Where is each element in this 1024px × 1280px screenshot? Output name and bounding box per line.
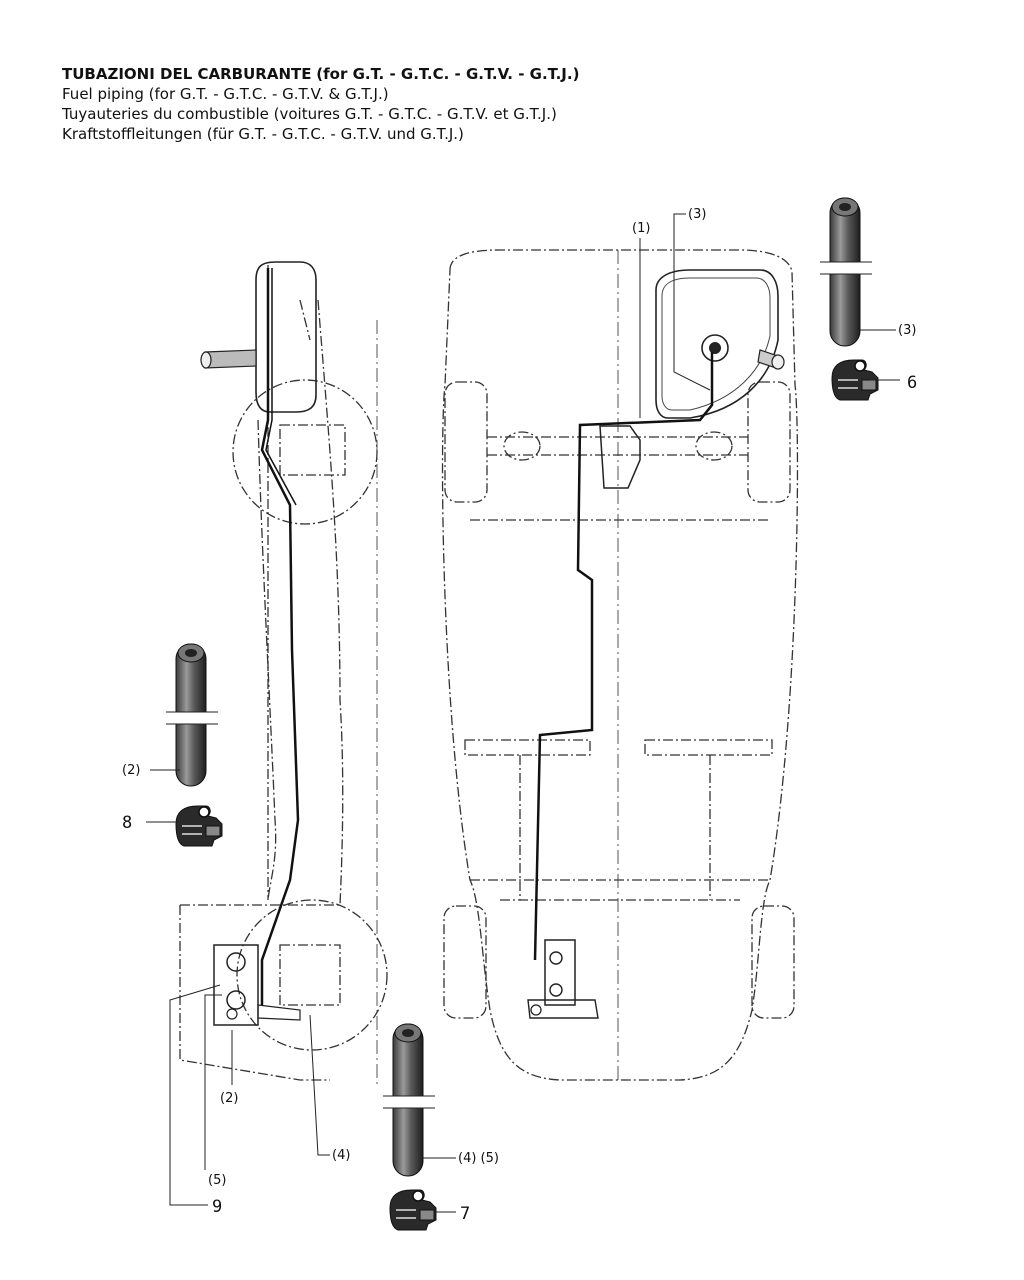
top-crossmember — [464, 739, 773, 756]
callout-8: 8 — [122, 813, 132, 833]
title-english: Fuel piping (for G.T. - G.T.C. - G.T.V. … — [62, 85, 389, 103]
top-front-left-wheel — [443, 905, 487, 1019]
top-body-sections — [470, 519, 770, 901]
clamp-8 — [175, 805, 223, 847]
side-rear-wheel — [232, 379, 378, 525]
top-frame-rails — [519, 755, 711, 900]
callout-2-hose: (2) — [122, 763, 140, 778]
top-fuel-pipe — [533, 352, 714, 961]
top-fuel-tank-inner — [661, 277, 771, 411]
top-front-right-wheel — [751, 905, 795, 1019]
callout-1: (1) — [632, 221, 650, 236]
callout-2-carb: (2) — [220, 1091, 238, 1106]
callout-3-top: (3) — [688, 207, 706, 222]
side-filler-cap — [200, 351, 212, 369]
side-fuel-tank — [255, 261, 317, 413]
top-body-outline — [441, 249, 799, 1081]
title-italian-main: TUBAZIONI DEL CARBURANTE — [62, 65, 312, 83]
top-filler-cap — [771, 354, 785, 370]
top-view-car — [441, 249, 799, 1081]
side-floor-outline — [257, 419, 277, 901]
top-tank-sender-core — [709, 342, 721, 354]
side-rear-hub — [279, 424, 346, 476]
leader-lines — [146, 213, 900, 1213]
title-french: Tuyauteries du combustible (voitures G.T… — [62, 105, 557, 123]
top-rear-axle — [487, 436, 748, 456]
callout-3-hose: (3) — [898, 323, 916, 338]
callout-4-5: (4) (5) — [458, 1151, 499, 1166]
top-axle-left-hub — [503, 431, 541, 461]
side-carburettors — [213, 944, 301, 1026]
top-differential — [599, 425, 641, 489]
top-rear-right-wheel — [747, 381, 791, 503]
side-filler-neck — [204, 349, 257, 369]
top-fuel-tank — [655, 269, 779, 419]
side-fuel-pipe — [260, 268, 300, 1005]
callout-9: 9 — [212, 1197, 222, 1217]
side-fuel-pipe-return — [265, 268, 297, 506]
hose-detail-45 — [383, 1023, 437, 1231]
top-rear-left-wheel — [444, 381, 488, 503]
side-front-wheel — [236, 899, 388, 1051]
title-german: Kraftstoffleitungen (für G.T. - G.T.C. -… — [62, 125, 464, 143]
side-view-car — [179, 261, 388, 1085]
top-axle-right-hub — [695, 431, 733, 461]
callout-4: (4) — [332, 1148, 350, 1163]
side-front-hub — [279, 944, 341, 1006]
title-italian: TUBAZIONI DEL CARBURANTE (for G.T. - G.T… — [62, 64, 579, 84]
title-italian-models: (for G.T. - G.T.C. - G.T.V. - G.T.J.) — [316, 65, 580, 83]
side-body-outline — [179, 265, 344, 1081]
callout-7: 7 — [460, 1204, 470, 1224]
callout-5: (5) — [208, 1173, 226, 1188]
title-block: TUBAZIONI DEL CARBURANTE (for G.T. - G.T… — [62, 64, 579, 144]
hose-detail-3 — [820, 197, 879, 401]
hose-detail-2 — [166, 643, 223, 847]
top-carburettors — [527, 939, 599, 1019]
top-tank-sender — [701, 334, 729, 362]
clamp-7 — [389, 1189, 437, 1231]
side-rear-outline — [267, 270, 311, 420]
callout-6: 6 — [907, 373, 917, 393]
